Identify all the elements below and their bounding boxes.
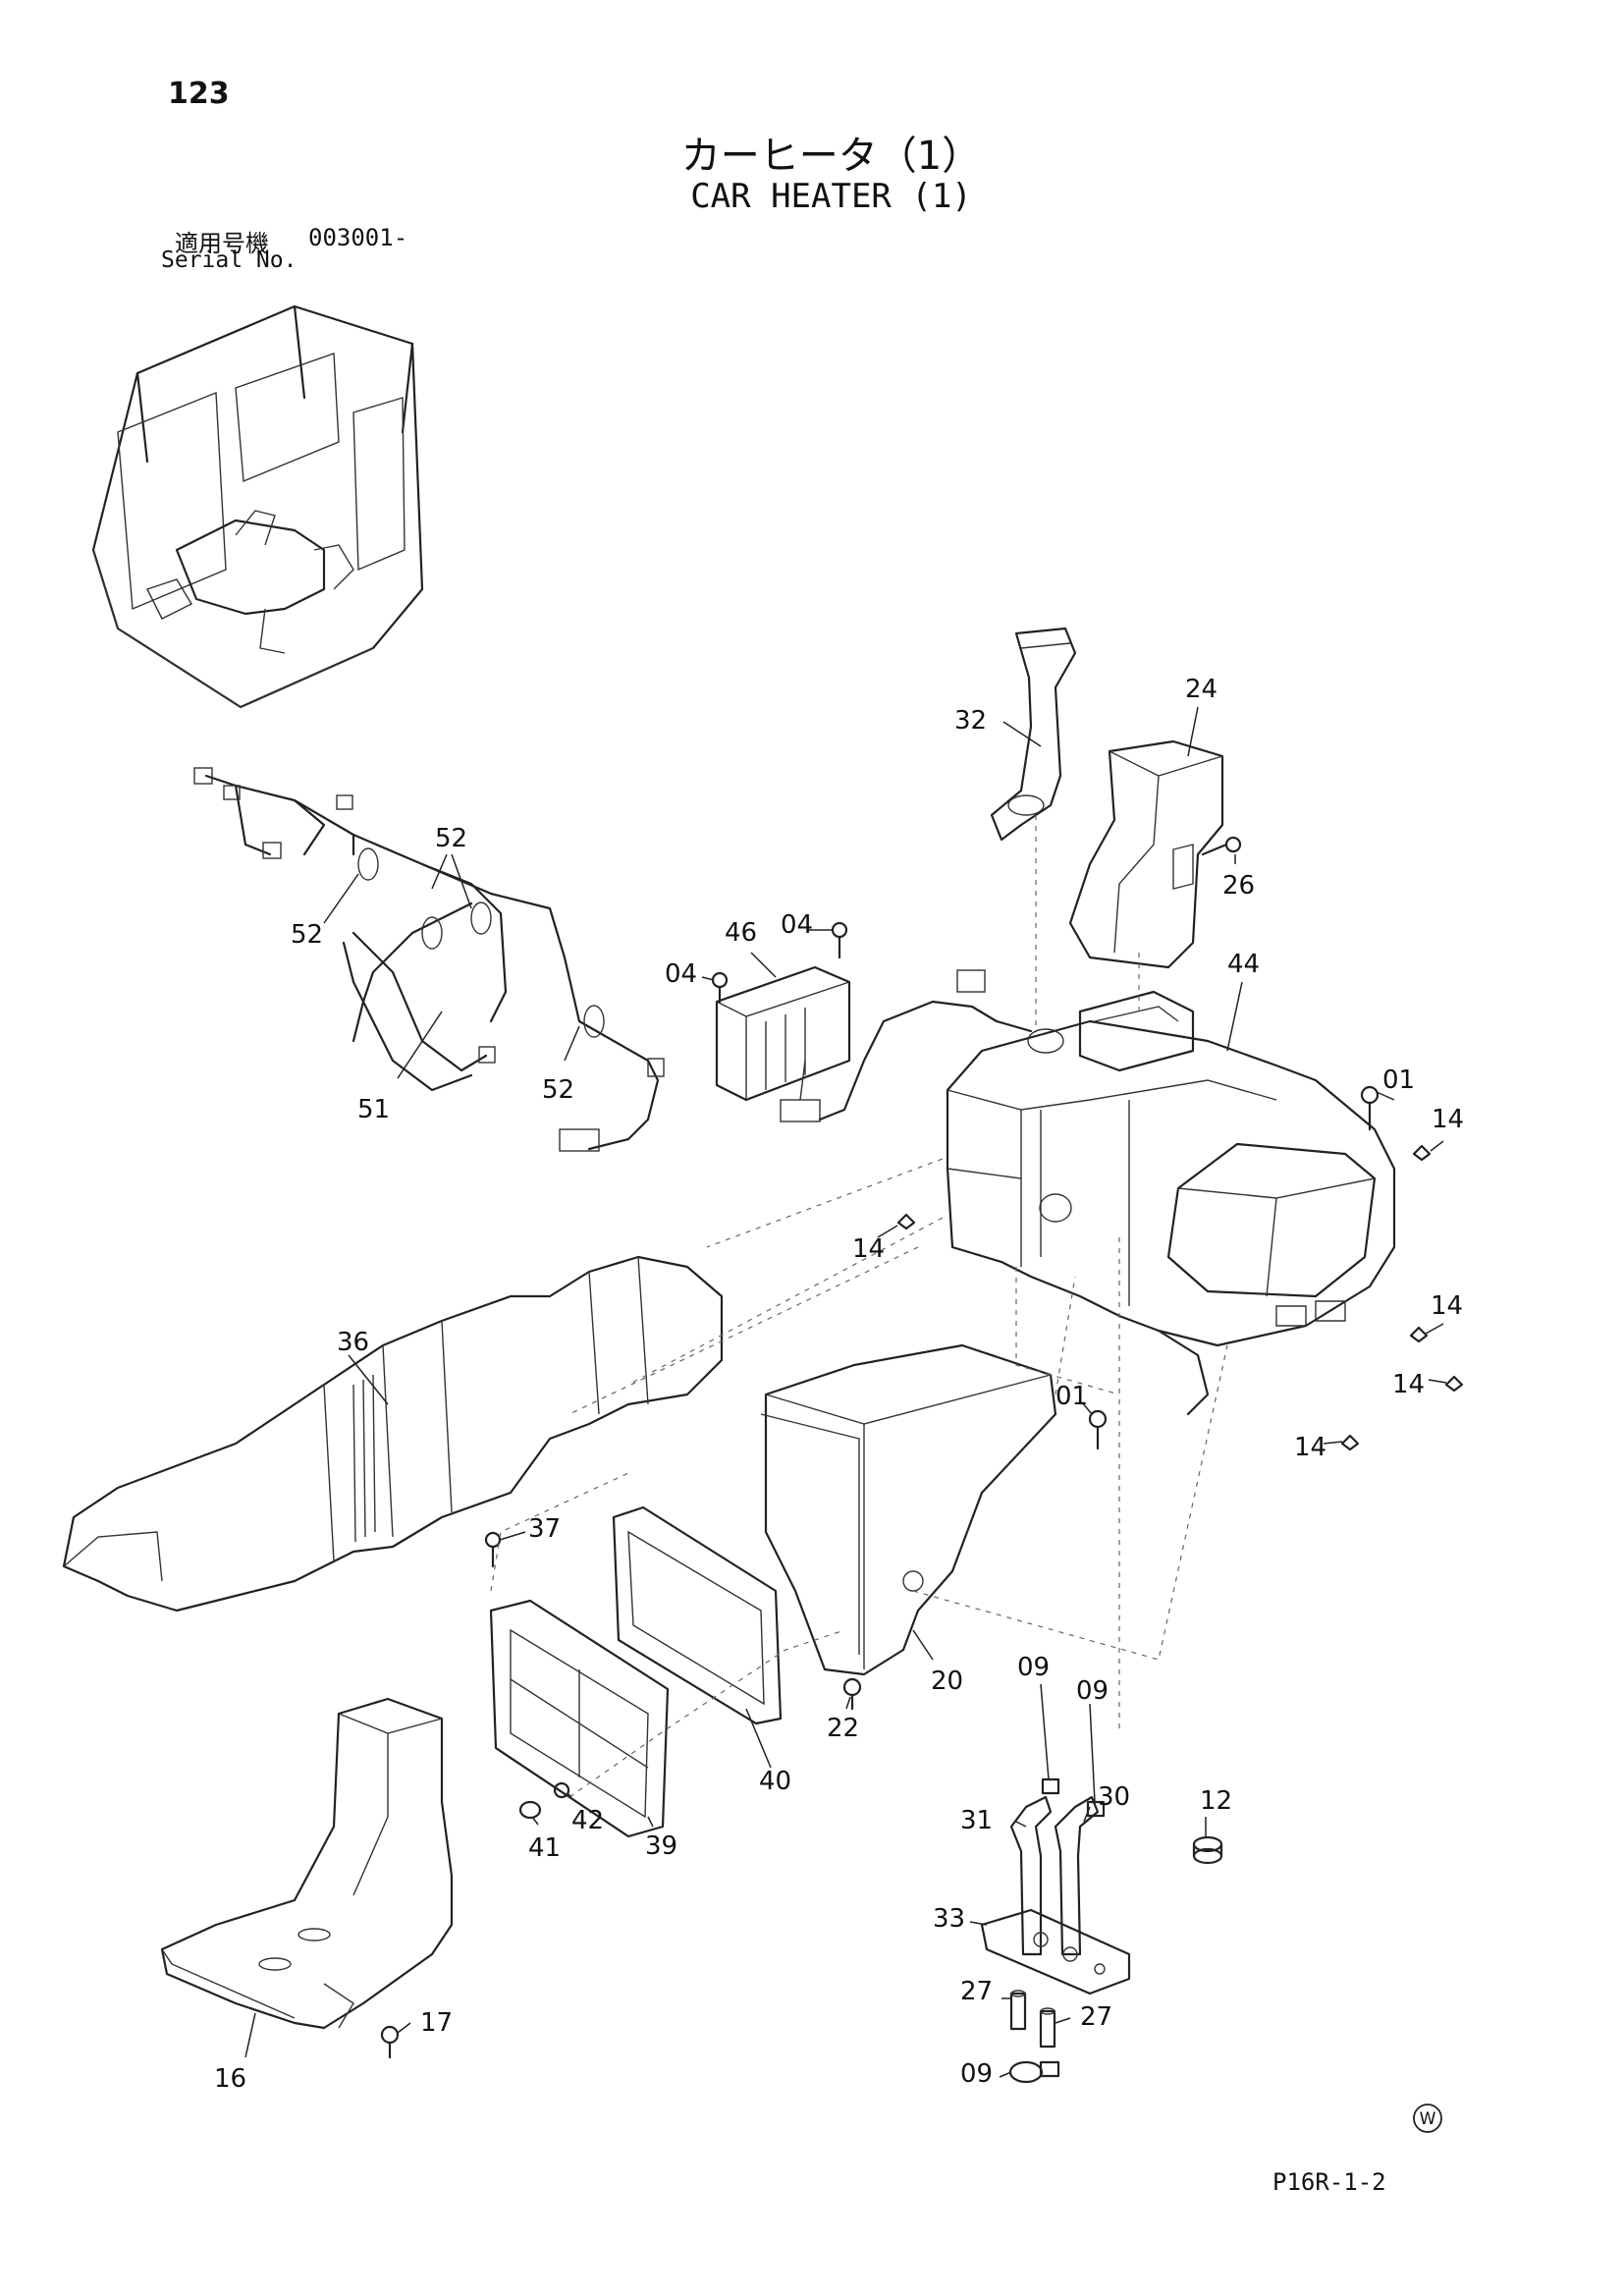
- callout-46: 46: [725, 918, 757, 948]
- callout-39: 39: [645, 1831, 677, 1861]
- callout-30: 30: [1098, 1782, 1130, 1812]
- callout-01-middle: 01: [1055, 1382, 1088, 1411]
- drawing-code: P16R-1-2: [1272, 2168, 1386, 2196]
- callout-52-bottom: 52: [542, 1075, 574, 1105]
- watermark-letter: W: [1420, 2109, 1436, 2129]
- bolt-01-middle: [1088, 1409, 1108, 1450]
- callout-27-left: 27: [960, 1977, 993, 2006]
- hose-30: [1054, 1795, 1100, 1956]
- bolt-26: [1201, 836, 1242, 856]
- callout-09-left: 09: [1017, 1653, 1050, 1682]
- callout-52-top: 52: [435, 824, 467, 853]
- serial-number: 003001-: [308, 224, 408, 251]
- fitting-27-right: [1039, 2007, 1056, 2049]
- plug-14-right: [1412, 1144, 1432, 1162]
- assembly-guide-lines: [490, 815, 1228, 1798]
- callout-14-far-right: 14: [1392, 1370, 1425, 1399]
- screw-22: [842, 1677, 862, 1711]
- callout-04-right: 04: [781, 910, 813, 940]
- heater-unit-44: [946, 990, 1396, 1416]
- callout-04-left: 04: [665, 959, 697, 989]
- clamp-09-left: [1041, 1777, 1060, 1795]
- callout-09-bottom: 09: [960, 2059, 993, 2089]
- callout-42: 42: [571, 1806, 604, 1835]
- callout-52-left: 52: [291, 920, 323, 950]
- clamp-09-right: [1086, 1800, 1106, 1818]
- plug-14-middle: [896, 1213, 916, 1230]
- bolt-17: [380, 2025, 400, 2059]
- fitting-27-left: [1009, 1990, 1027, 2031]
- callout-22: 22: [827, 1714, 859, 1743]
- hose-31: [1009, 1795, 1053, 1956]
- callout-24: 24: [1185, 675, 1217, 704]
- callout-51: 51: [357, 1095, 390, 1124]
- wire-harness-51: [193, 767, 665, 1152]
- callout-44: 44: [1227, 950, 1260, 979]
- plug-14-far-right: [1444, 1375, 1464, 1393]
- callout-37: 37: [528, 1514, 561, 1544]
- serial-label-english: Serial No.: [161, 247, 298, 273]
- callout-33: 33: [933, 1904, 965, 1934]
- heater-cable: [818, 1000, 1033, 1121]
- page-number: 123: [168, 77, 230, 111]
- duct-24: [1068, 739, 1224, 969]
- callout-41: 41: [528, 1833, 561, 1863]
- washer-42: [553, 1781, 570, 1799]
- plug-14-lower-right: [1409, 1326, 1429, 1343]
- callout-40: 40: [759, 1767, 791, 1796]
- callout-14-lower-right: 14: [1431, 1291, 1463, 1321]
- callout-17: 17: [420, 2008, 453, 2038]
- plug-14-bottom: [1340, 1434, 1360, 1451]
- callout-14-right: 14: [1432, 1105, 1464, 1134]
- callout-20: 20: [931, 1667, 963, 1696]
- callout-27-right: 27: [1080, 2002, 1112, 2032]
- filter-39: [489, 1599, 670, 1838]
- knob-41: [518, 1800, 542, 1820]
- callout-32: 32: [954, 706, 987, 736]
- clamp-09-bottom: [1008, 2060, 1060, 2084]
- leader-lines: [244, 706, 1447, 2078]
- title-english: CAR HEATER (1): [690, 177, 972, 216]
- bolt-01-right: [1360, 1085, 1380, 1131]
- callout-12: 12: [1200, 1786, 1232, 1816]
- cap-12: [1192, 1835, 1223, 1865]
- serial-label-japanese: 適用号機: [175, 230, 269, 257]
- frame-40: [612, 1505, 783, 1725]
- callout-01-right: 01: [1382, 1066, 1415, 1095]
- watermark-circle-w: W: [1413, 2104, 1442, 2133]
- duct-20: [760, 1343, 1057, 1676]
- duct-16: [160, 1697, 454, 2030]
- plate-33: [980, 1908, 1131, 1995]
- cab-overview-illustration: [91, 304, 424, 709]
- callout-31: 31: [960, 1806, 993, 1835]
- screw-04-right: [831, 921, 848, 959]
- callout-26: 26: [1222, 871, 1255, 901]
- callout-16: 16: [214, 2064, 246, 2094]
- title-japanese: カーヒータ（1）: [680, 134, 982, 179]
- callout-09-right: 09: [1076, 1676, 1109, 1706]
- connector: [956, 969, 986, 993]
- callout-14-middle: 14: [852, 1234, 885, 1264]
- callout-36: 36: [337, 1328, 369, 1357]
- duct-36: [62, 1255, 724, 1613]
- screw-04-left: [711, 971, 729, 1004]
- callout-labels: 32 24 26 52 52 52 51 46 04 04 44 01 14 1…: [214, 675, 1464, 2094]
- duct-32: [990, 627, 1077, 842]
- callout-14-bottom: 14: [1294, 1433, 1326, 1462]
- controller-46: [715, 965, 851, 1122]
- bolt-37: [484, 1531, 502, 1568]
